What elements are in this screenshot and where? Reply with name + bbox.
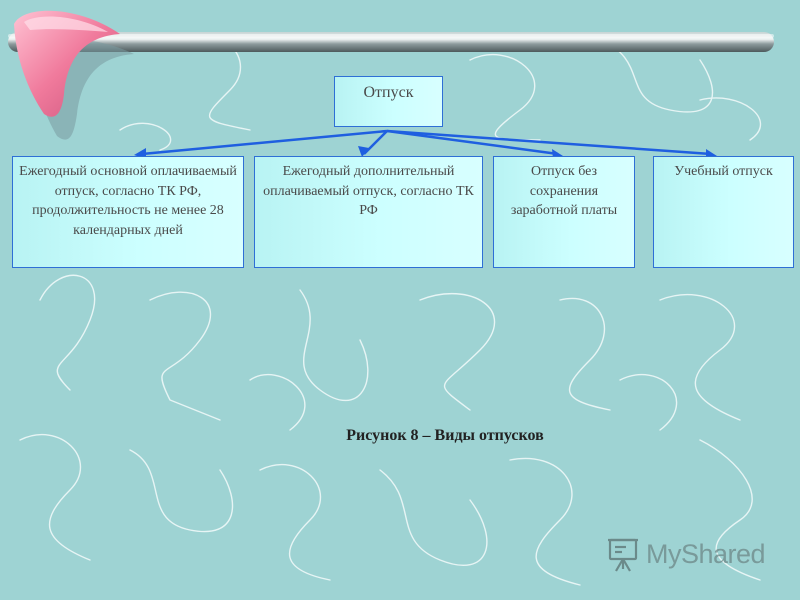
child-node-study-leave: Учебный отпуск: [653, 156, 794, 268]
boomerang-decoration: [14, 10, 134, 140]
root-node-label: Отпуск: [363, 84, 414, 101]
connector-lines: [141, 129, 712, 156]
watermark-text: MyShared: [646, 538, 766, 569]
child-node-label: Отпуск без сохранения заработной платы: [510, 164, 618, 218]
child-node-unpaid-leave: Отпуск без сохранения заработной платы: [493, 156, 635, 268]
child-node-annual-basic-leave: Ежегодный основной оплачиваемый отпуск, …: [12, 156, 244, 268]
figure-caption: Рисунок 8 – Виды отпусков: [346, 427, 544, 444]
child-node-label: Учебный отпуск: [674, 164, 773, 179]
child-node-label: Ежегодный дополнительный оплачиваемый от…: [263, 164, 474, 218]
child-node-label: Ежегодный основной оплачиваемый отпуск, …: [19, 164, 237, 238]
root-node-otpusk: Отпуск: [334, 76, 443, 127]
watermark: MyShared: [606, 534, 766, 574]
child-node-annual-additional-leave: Ежегодный дополнительный оплачиваемый от…: [254, 156, 483, 268]
presentation-board-icon: [608, 538, 638, 572]
